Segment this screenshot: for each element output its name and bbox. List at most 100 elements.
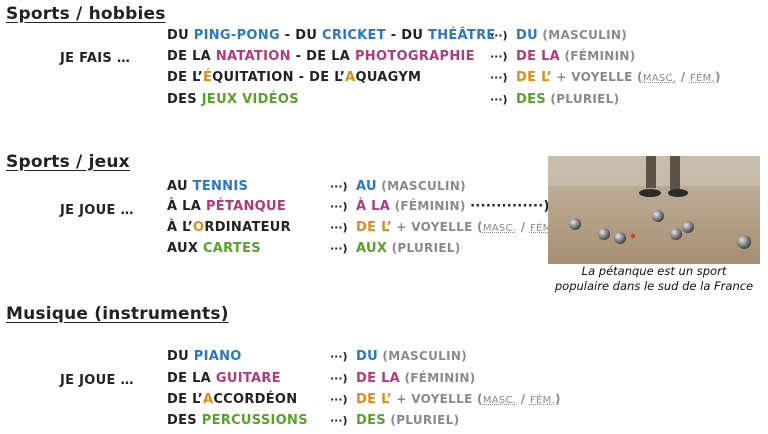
- rule-part: (PLURIEL): [385, 413, 460, 427]
- phrase-part: A: [345, 70, 356, 85]
- verb-je-fais: JE FAIS …: [60, 51, 131, 66]
- section-title-musique: Musique (instruments): [6, 304, 229, 324]
- petanque-photo: [548, 156, 760, 264]
- grammar-rule: AU (MASCULIN): [356, 179, 466, 194]
- verb-je-joue-jeux: JE JOUE …: [60, 203, 134, 218]
- rule-part: (PLURIEL): [387, 241, 461, 255]
- photo-caption: La pétanque est un sport populaire dans …: [540, 264, 768, 294]
- phrase-row: DE LA NATATION - DE LA PHOTOGRAPHIE: [167, 49, 475, 64]
- phrase-part: O: [193, 220, 205, 235]
- phrase-part: À LA: [167, 199, 206, 214]
- rule-part: AU: [356, 179, 377, 194]
- phrase-part: DE LA: [167, 49, 216, 64]
- section-title-sports-jeux: Sports / jeux: [6, 152, 130, 172]
- phrase-part: AUX: [167, 241, 203, 256]
- grammar-rule: DES (PLURIEL): [516, 92, 619, 107]
- rule-part: (FÉMININ): [400, 371, 476, 385]
- dotted-arrow-icon: ···): [490, 29, 508, 42]
- grammar-rule: DU (MASCULIN): [516, 28, 627, 43]
- phrase-row: DE LA GUITARE: [167, 371, 281, 386]
- grammar-rule: DE L’ + VOYELLE (MASC. / FÉM.): [356, 220, 561, 235]
- rule-part: MASC.: [482, 395, 517, 406]
- phrase-row: DU PIANO: [167, 349, 242, 364]
- phrase-part: JEUX VIDÉOS: [201, 92, 299, 107]
- phrase-part: THÉÂTRE: [428, 28, 496, 43]
- phrase-row: À L’ORDINATEUR: [167, 220, 291, 235]
- phrase-row: DES PERCUSSIONS: [167, 413, 308, 428]
- phrase-part: PHOTOGRAPHIE: [354, 49, 475, 64]
- phrase-part: AU: [167, 179, 193, 194]
- rule-part: + VOYELLE (: [391, 392, 483, 406]
- grammar-rule: AUX (PLURIEL): [356, 241, 461, 256]
- rule-part: MASC.: [482, 223, 517, 234]
- rule-part: /: [516, 220, 530, 234]
- rule-part: DU: [356, 349, 378, 364]
- rule-part: /: [676, 70, 690, 84]
- grammar-rule: À LA (FÉMININ) ··············): [356, 199, 550, 214]
- phrase-part: TENNIS: [192, 179, 249, 194]
- phrase-part: DES: [167, 413, 202, 428]
- phrase-part: CARTES: [202, 241, 261, 256]
- rule-part: DE LA: [356, 371, 401, 386]
- dotted-arrow-icon: ···): [330, 200, 348, 213]
- rule-part: DE L’: [356, 392, 392, 407]
- dotted-arrow-icon: ···): [490, 50, 508, 63]
- phrase-part: PÉTANQUE: [205, 199, 287, 214]
- phrase-part: PIANO: [193, 349, 242, 364]
- phrase-part: - DE LA: [290, 49, 355, 64]
- rule-part: FÉM.: [529, 223, 556, 234]
- rule-part: + VOYELLE (: [551, 70, 643, 84]
- verb-je-joue-musique: JE JOUE …: [60, 373, 134, 388]
- rule-part: DU: [516, 28, 538, 43]
- caption-line-1: La pétanque est un sport: [581, 264, 727, 278]
- phrase-part: CRICKET: [322, 28, 386, 43]
- phrase-part: DU: [167, 28, 194, 43]
- phrase-part: CCORDÉON: [213, 392, 298, 407]
- dotted-arrow-icon: ···): [330, 372, 348, 385]
- dotted-arrow-icon: ···): [330, 242, 348, 255]
- dotted-arrow-icon: ···): [330, 350, 348, 363]
- phrase-part: GUITARE: [215, 371, 281, 386]
- dotted-arrow-icon: ···): [330, 221, 348, 234]
- phrase-row: À LA PÉTANQUE: [167, 199, 286, 214]
- phrase-row: AU TENNIS: [167, 179, 248, 194]
- grammar-rule: DE LA (FÉMININ): [356, 371, 476, 386]
- phrase-part: QUAGYM: [355, 70, 422, 85]
- rule-part: ··············): [470, 199, 550, 214]
- rule-part: (MASCULIN): [376, 179, 466, 193]
- rule-part: /: [516, 392, 530, 406]
- rule-part: (PLURIEL): [545, 92, 620, 106]
- phrase-part: DES: [167, 92, 202, 107]
- phrase-row: DE L’ACCORDÉON: [167, 392, 297, 407]
- phrase-part: PERCUSSIONS: [201, 413, 308, 428]
- rule-part: DES: [356, 413, 386, 428]
- rule-part: (MASCULIN): [537, 28, 627, 42]
- petanque-illustration: [548, 156, 760, 264]
- dotted-arrow-icon: ···): [490, 93, 508, 106]
- dotted-arrow-icon: ···): [330, 414, 348, 427]
- rule-part: (MASCULIN): [377, 349, 467, 363]
- phrase-part: QUITATION - DE L’: [212, 70, 346, 85]
- phrase-part: PING-PONG: [193, 28, 280, 43]
- phrase-part: DE L’: [167, 392, 203, 407]
- grammar-rule: DU (MASCULIN): [356, 349, 467, 364]
- rule-part: À LA: [356, 199, 391, 214]
- caption-line-2: populaire dans le sud de la France: [554, 279, 754, 293]
- dotted-arrow-icon: ···): [330, 393, 348, 406]
- phrase-part: DU: [167, 349, 194, 364]
- rule-part: DE LA: [516, 49, 561, 64]
- rule-part: (FÉMININ): [390, 199, 471, 213]
- phrase-part: É: [202, 70, 213, 85]
- phrase-row: AUX CARTES: [167, 241, 261, 256]
- phrase-part: - DU: [279, 28, 323, 43]
- phrase-part: A: [202, 392, 214, 407]
- phrase-part: DE LA: [167, 371, 216, 386]
- phrase-row: DE L’ÉQUITATION - DE L’AQUAGYM: [167, 70, 421, 85]
- grammar-rule: DES (PLURIEL): [356, 413, 459, 428]
- section-title-sports-hobbies: Sports / hobbies: [6, 4, 166, 24]
- rule-part: DE L’: [356, 220, 392, 235]
- grammar-rule: DE L’ + VOYELLE (MASC. / FÉM.): [516, 70, 721, 85]
- phrase-row: DU PING-PONG - DU CRICKET - DU THÉÂTRE: [167, 28, 496, 43]
- phrase-part: NATATION: [215, 49, 291, 64]
- rule-part: + VOYELLE (: [391, 220, 483, 234]
